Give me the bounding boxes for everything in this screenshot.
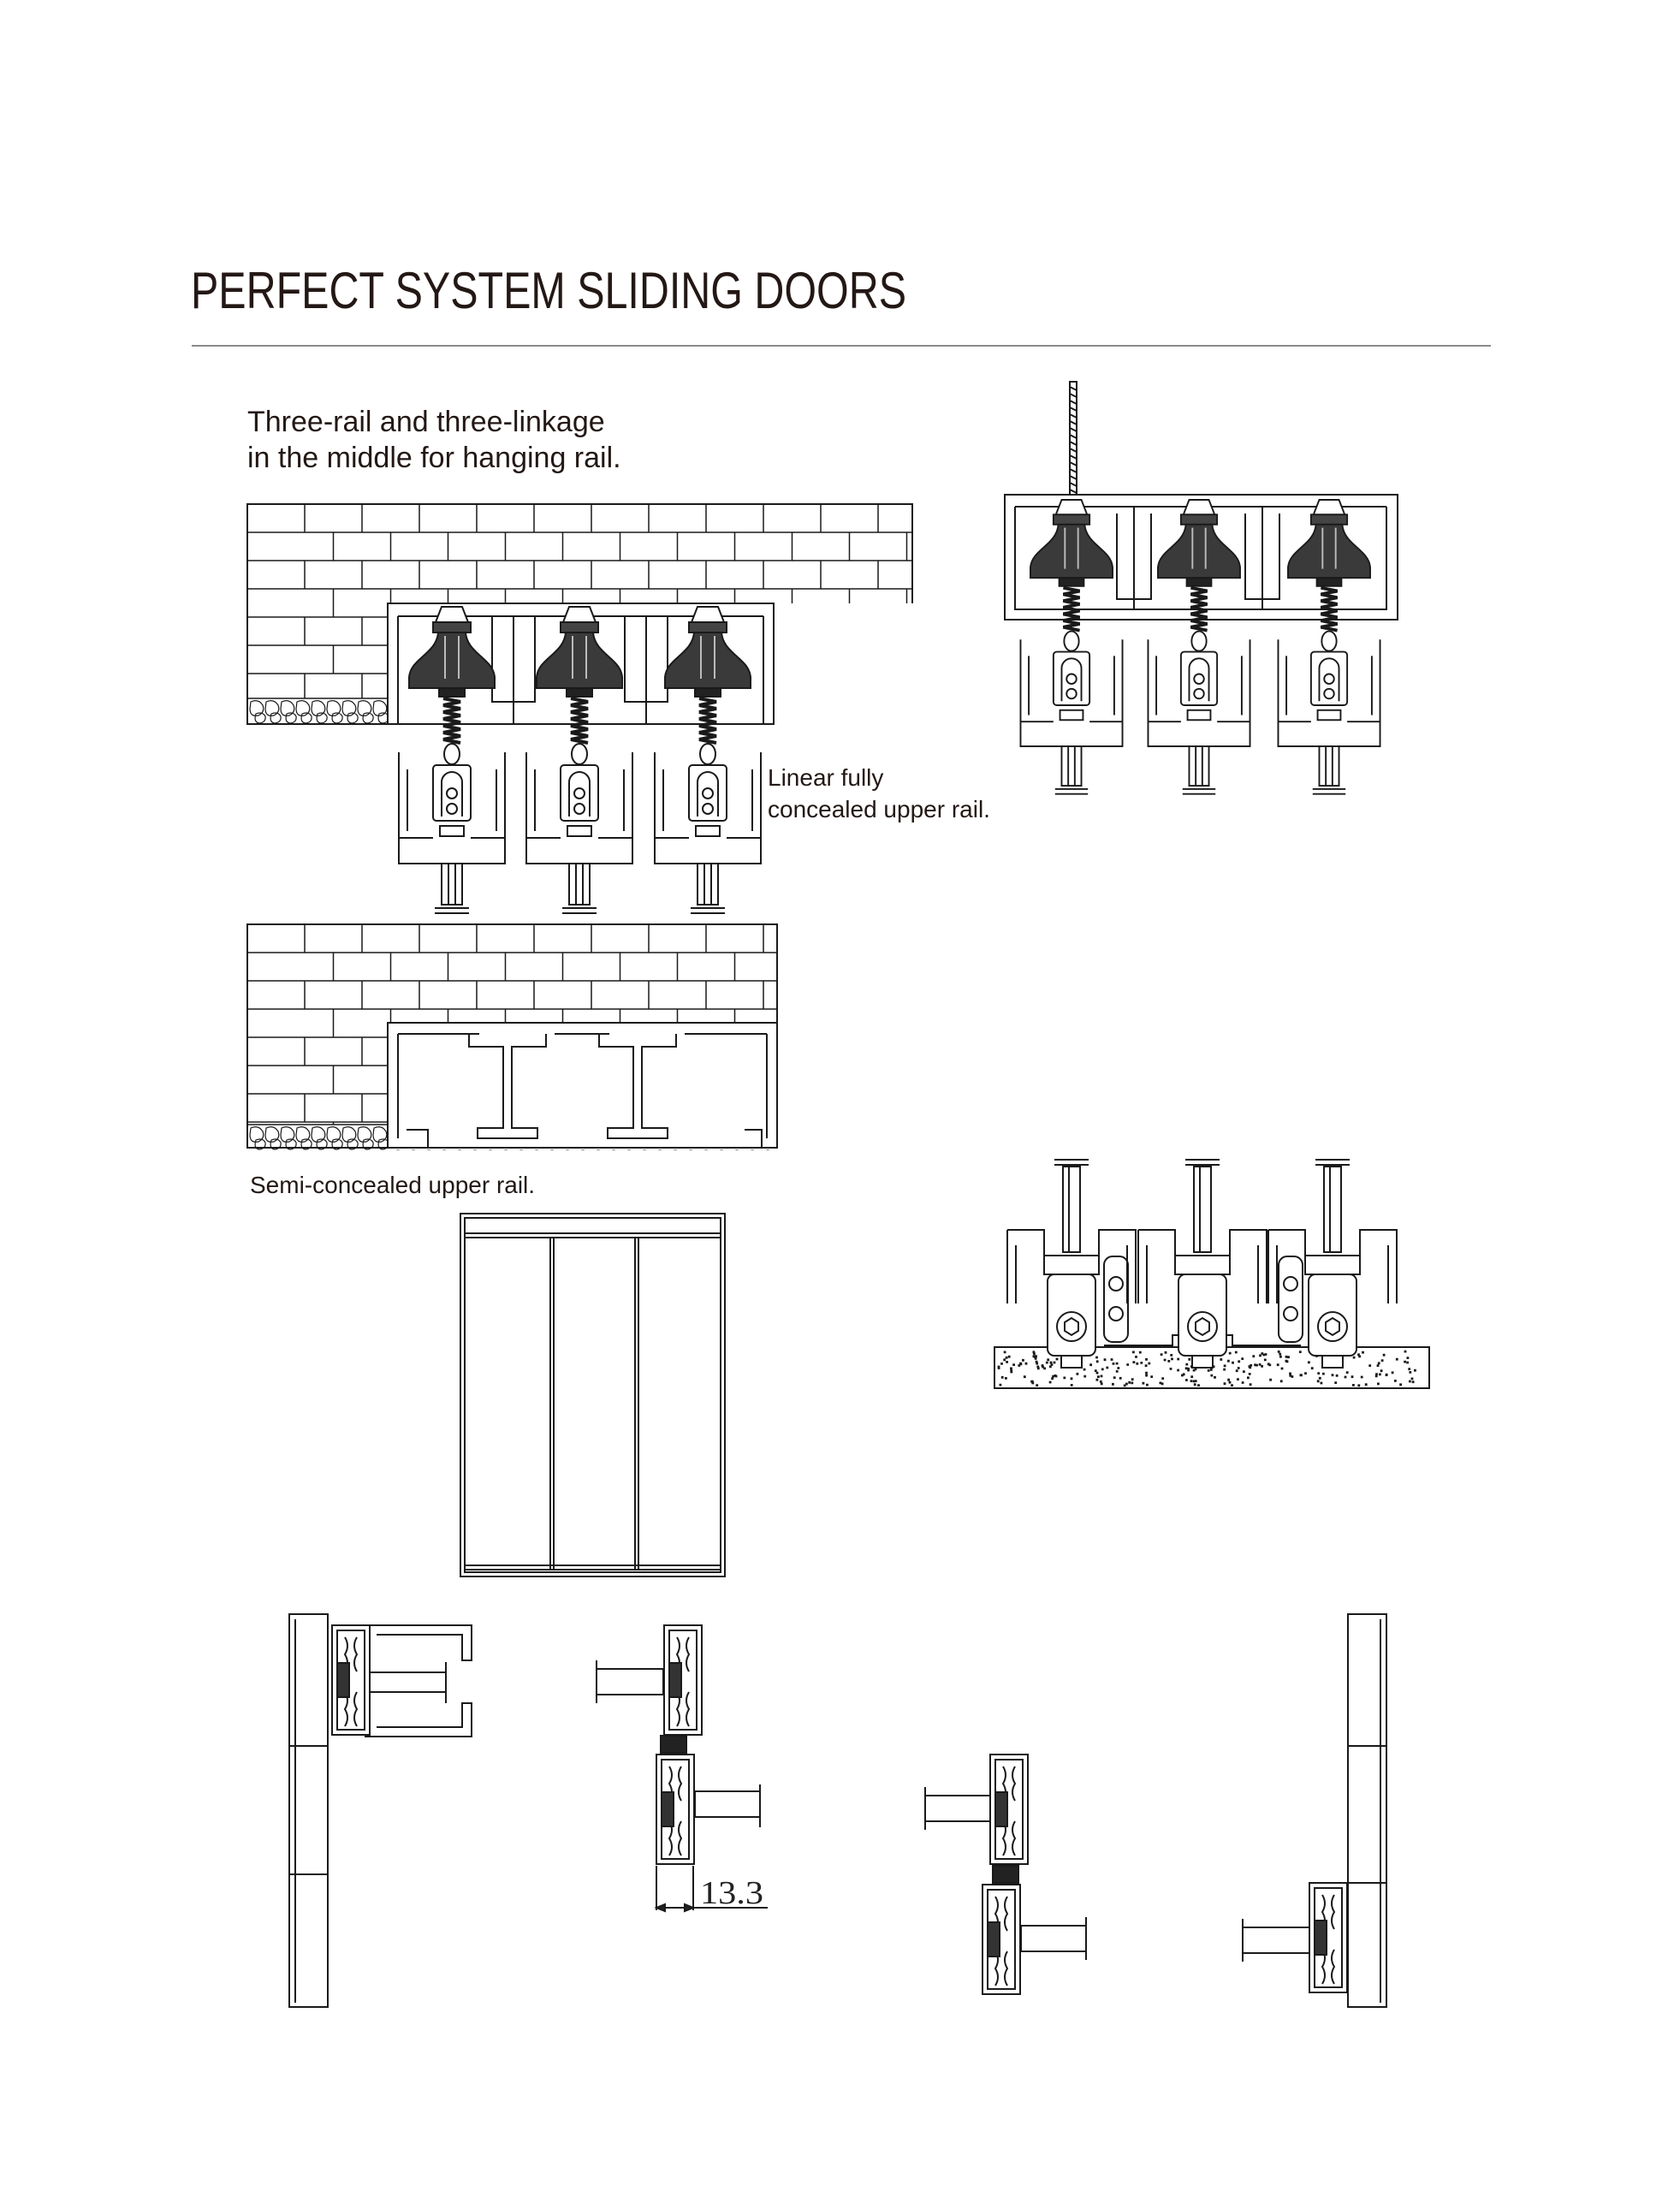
semi-concealed-rail-profile (387, 1022, 778, 1149)
section-meeting-1 (596, 1660, 768, 1913)
caption-semi-concealed: Semi-concealed upper rail. (250, 1172, 535, 1198)
caption-concealed-line1: Linear fully (768, 764, 883, 791)
caption-hanging-rail-line2: in the middle for hanging rail. (247, 442, 621, 474)
section-meeting-2 (924, 1787, 1087, 1960)
section-left-jamb (288, 1613, 472, 2008)
section-right-jamb (1242, 1613, 1387, 2008)
caption-concealed-line2: concealed upper rail. (768, 796, 990, 822)
door-elevation (460, 1213, 726, 1577)
dimension-label: 13.3 (700, 1875, 763, 1911)
door-leaf-section-6 (1309, 1882, 1348, 1993)
door-leaf-section-1 (331, 1624, 371, 1736)
speckle-dots (997, 1350, 1416, 1387)
floor-roller-1 (1006, 1159, 1137, 1369)
door-leaf-section-2 (663, 1624, 703, 1736)
caption-hanging-rail-line1: Three-rail and three-linkage (247, 406, 605, 438)
door-leaf-section-5 (982, 1884, 1021, 1995)
concrete-speckle (997, 1350, 1416, 1387)
floor-roller-2 (1137, 1159, 1267, 1369)
door-leaf-section-3 (656, 1754, 695, 1865)
door-leaf-section-4 (989, 1754, 1029, 1865)
page-title: PERFECT SYSTEM SLIDING DOORS (191, 262, 906, 319)
floor-roller-3 (1267, 1159, 1398, 1369)
